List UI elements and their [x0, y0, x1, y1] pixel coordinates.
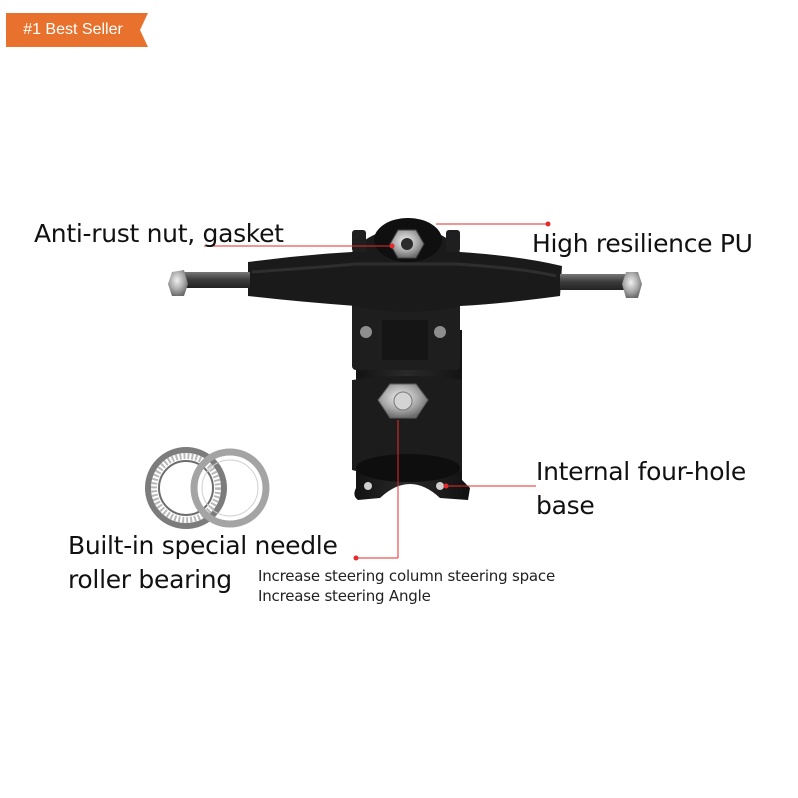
badge-label: #1 Best Seller [23, 21, 123, 38]
callout-bearing-line1: Built-in special needle [68, 531, 338, 560]
callout-high-resilience: High resilience PU [532, 229, 753, 258]
hanger-block [352, 302, 460, 370]
badge-shape [6, 13, 148, 47]
kingpin-nut [377, 383, 429, 419]
needle-bearing-left [145, 447, 227, 529]
callout-bearing-line2: roller bearing [68, 565, 232, 594]
callout-four-hole-line2: base [536, 491, 595, 520]
hanger-arm [248, 228, 562, 312]
callout-four-hole-line1: Internal four-hole [536, 457, 747, 486]
axle [168, 270, 642, 298]
leader-lines [204, 221, 551, 561]
best-seller-badge: #1 Best Seller [6, 13, 148, 47]
callout-anti-rust: Anti-rust nut, gasket [34, 219, 284, 248]
callout-note-line2: Increase steering Angle [258, 587, 431, 605]
callout-note-line1: Increase steering column steering space [258, 567, 556, 585]
bearing-washer-right [190, 448, 270, 528]
